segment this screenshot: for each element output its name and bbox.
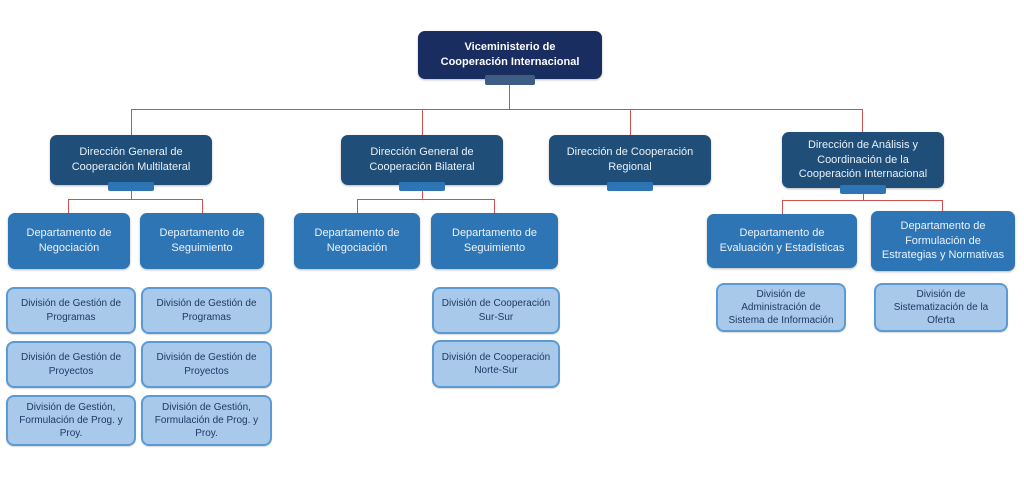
node-tab xyxy=(108,182,154,191)
node-div-mult-neg-programas: División de Gestión de Programas xyxy=(6,287,136,334)
node-division-label: División de Sistematización de la Oferta xyxy=(893,288,989,327)
connector-drop-bil-seguimiento xyxy=(494,199,495,213)
connector-drop-analisis xyxy=(862,109,863,132)
node-dept-ana-formulacion: Departamento de Formulación de Estrategi… xyxy=(871,211,1015,271)
node-division-label: División de Gestión de Proyectos xyxy=(20,352,122,377)
node-viceministerio: Viceministerio de Cooperación Internacio… xyxy=(418,31,602,85)
connector-drop-ana-evaluacion xyxy=(782,200,783,214)
node-division-label: División de Gestión de Programas xyxy=(156,298,257,323)
node-dept-label: Departamento de Negociación xyxy=(314,227,400,254)
node-division-label: División de Gestión de Proyectos xyxy=(156,352,257,377)
node-dept-bil-negociacion: Departamento de Negociación xyxy=(294,213,420,269)
node-dept-mult-negociacion: Departamento de Negociación xyxy=(8,213,130,269)
node-div-mult-seg-programas: División de Gestión de Programas xyxy=(141,287,272,334)
connector-drop-mult-negociacion xyxy=(68,199,69,213)
node-div-mult-seg-proyectos: División de Gestión de Proyectos xyxy=(141,341,272,388)
node-direccion-analisis: Dirección de Análisis y Coordinación de … xyxy=(782,132,944,194)
node-direccion-multilateral: Dirección General de Cooperación Multila… xyxy=(50,135,212,191)
node-division-label: División de Cooperación Norte-Sur xyxy=(441,351,551,376)
node-direccion-multilateral-label: Dirección General de Cooperación Multila… xyxy=(71,146,191,173)
connector-mult-bus xyxy=(68,199,203,200)
node-div-bil-norte-sur: División de Cooperación Norte-Sur xyxy=(432,340,560,388)
node-division-label: División de Cooperación Sur-Sur xyxy=(441,298,551,323)
node-dept-label: Departamento de Seguimiento xyxy=(159,227,245,254)
connector-drop-bilateral xyxy=(422,109,423,135)
node-dept-ana-evaluacion: Departamento de Evaluación y Estadística… xyxy=(707,214,857,268)
node-dept-label: Departamento de Formulación de Estrategi… xyxy=(881,219,1005,262)
node-dept-bil-seguimiento: Departamento de Seguimiento xyxy=(431,213,558,269)
node-div-mult-seg-formulacion: División de Gestión, Formulación de Prog… xyxy=(141,395,272,446)
connector-drop-ana-formulacion xyxy=(942,200,943,211)
connector-bil-bus xyxy=(357,199,494,200)
node-div-ana-sistematizacion: División de Sistematización de la Oferta xyxy=(874,283,1008,332)
connector-root-bus xyxy=(131,109,862,110)
node-direccion-bilateral-label: Dirección General de Cooperación Bilater… xyxy=(369,146,475,173)
connector-root-stem xyxy=(509,85,510,109)
node-division-label: División de Administración de Sistema de… xyxy=(728,288,834,327)
node-dept-label: Departamento de Evaluación y Estadística… xyxy=(719,227,845,254)
connector-drop-bil-negociacion xyxy=(357,199,358,213)
node-division-label: División de Gestión, Formulación de Prog… xyxy=(19,401,123,440)
connector-ana-bus xyxy=(782,200,943,201)
connector-ana-stem xyxy=(863,194,864,200)
node-tab xyxy=(840,185,886,194)
node-viceministerio-label: Viceministerio de Cooperación Internacio… xyxy=(440,40,580,68)
node-tab xyxy=(485,75,535,85)
node-tab xyxy=(607,182,653,191)
node-direccion-regional-label: Dirección de Cooperación Regional xyxy=(566,146,694,173)
node-dept-mult-seguimiento: Departamento de Seguimiento xyxy=(140,213,264,269)
node-division-label: División de Gestión de Programas xyxy=(20,298,122,323)
node-div-bil-sur-sur: División de Cooperación Sur-Sur xyxy=(432,287,560,334)
connector-drop-mult-seguimiento xyxy=(202,199,203,213)
node-div-mult-neg-formulacion: División de Gestión, Formulación de Prog… xyxy=(6,395,136,446)
node-direccion-bilateral: Dirección General de Cooperación Bilater… xyxy=(341,135,503,191)
connector-mult-stem xyxy=(131,191,132,199)
node-div-mult-neg-proyectos: División de Gestión de Proyectos xyxy=(6,341,136,388)
connector-drop-multilateral xyxy=(131,109,132,135)
node-division-label: División de Gestión, Formulación de Prog… xyxy=(154,401,259,440)
node-tab xyxy=(399,182,445,191)
node-dept-label: Departamento de Seguimiento xyxy=(452,227,537,254)
connector-bil-stem xyxy=(422,191,423,199)
node-dept-label: Departamento de Negociación xyxy=(26,227,112,254)
node-direccion-analisis-label: Dirección de Análisis y Coordinación de … xyxy=(798,138,928,181)
node-direccion-regional: Dirección de Cooperación Regional xyxy=(549,135,711,191)
node-div-ana-administracion: División de Administración de Sistema de… xyxy=(716,283,846,332)
connector-drop-regional xyxy=(630,109,631,135)
